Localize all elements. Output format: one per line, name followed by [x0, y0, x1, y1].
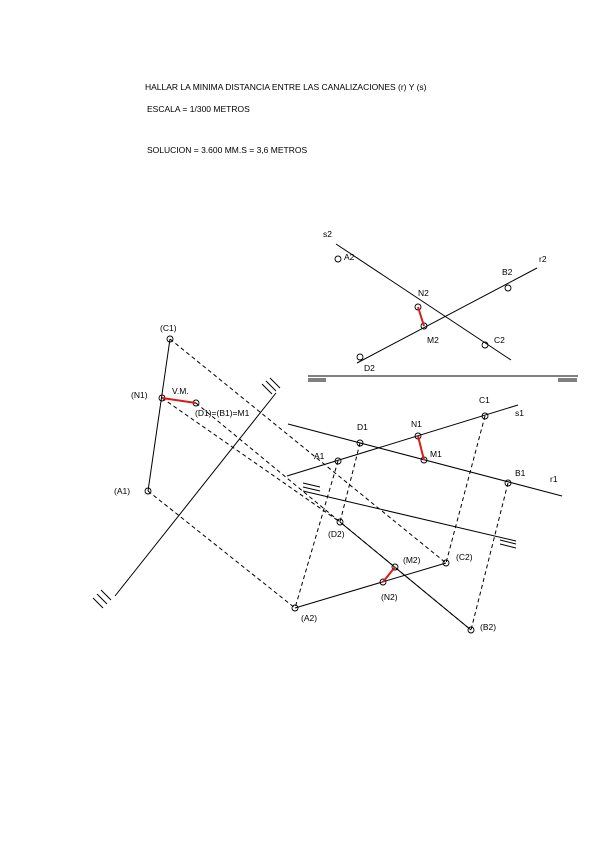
label-n1-paren: (N1): [131, 390, 148, 400]
label-b2: B2: [502, 267, 513, 277]
diag-mark-bot-c: [100, 589, 112, 601]
label-m2-paren: (M2): [403, 555, 421, 565]
label-d2-paren: (D2): [328, 529, 345, 539]
diag-mark-bot-a: [92, 597, 104, 609]
label-c1-paren: (C1): [160, 323, 177, 333]
problem-title: HALLAR LA MINIMA DISTANCIA ENTRE LAS CAN…: [145, 82, 427, 92]
label-m2: M2: [427, 335, 439, 345]
min-distance-n2-m2: [417, 306, 425, 327]
label-d2: D2: [364, 363, 375, 373]
label-s1: s1: [515, 408, 524, 418]
line-s2: [335, 243, 512, 361]
label-n2: N2: [418, 288, 429, 298]
label-a2: A2: [344, 252, 355, 262]
diag-mark-bot-b: [96, 593, 108, 605]
min-distance-n2p-m2p: [382, 566, 396, 583]
label-s2: s2: [323, 229, 332, 239]
line-a2-c2: [294, 562, 447, 609]
label-r2: r2: [539, 254, 547, 264]
label-d1-b1-m1: (D1)=(B1)=M1: [195, 408, 250, 418]
label-m1: M1: [430, 449, 442, 459]
label-c1: C1: [479, 395, 490, 405]
solution-text: SOLUCION = 3.600 MM.S = 3,6 METROS: [147, 145, 308, 155]
line-r2: [356, 267, 538, 364]
label-c2-paren: (C2): [456, 552, 473, 562]
min-distance-n1-m1: [417, 435, 425, 461]
diag-mark-top-a: [261, 383, 273, 395]
scale-text: ESCALA = 1/300 METROS: [147, 104, 250, 114]
line-r1: [287, 423, 563, 497]
aux-mark-left-a: [302, 482, 321, 488]
line-s1: [286, 404, 519, 477]
label-a1: A1: [314, 451, 325, 461]
line-d2-b2: [339, 521, 472, 631]
auxiliary-ground-line: [302, 490, 517, 542]
label-a1-paren: (A1): [114, 486, 130, 496]
label-a2-paren: (A2): [301, 613, 317, 623]
true-magnitude-vm: [161, 397, 197, 404]
aux-mark-right-a: [499, 539, 517, 545]
diag-mark-top-b: [265, 380, 277, 392]
label-b2-paren: (B2): [480, 622, 496, 632]
line-c1-a1: [147, 338, 171, 492]
label-vm: V.M.: [172, 386, 189, 396]
label-n1: N1: [411, 419, 422, 429]
fold-line-diagonal: [114, 392, 277, 597]
label-d1: D1: [357, 422, 368, 432]
aux-mark-left-b: [302, 486, 321, 492]
label-c2: C2: [494, 335, 505, 345]
diag-mark-top-c: [269, 377, 281, 389]
aux-mark-right-b: [499, 543, 517, 549]
label-b1: B1: [515, 468, 526, 478]
label-r1: r1: [550, 474, 558, 484]
label-n2-paren: (N2): [381, 592, 398, 602]
